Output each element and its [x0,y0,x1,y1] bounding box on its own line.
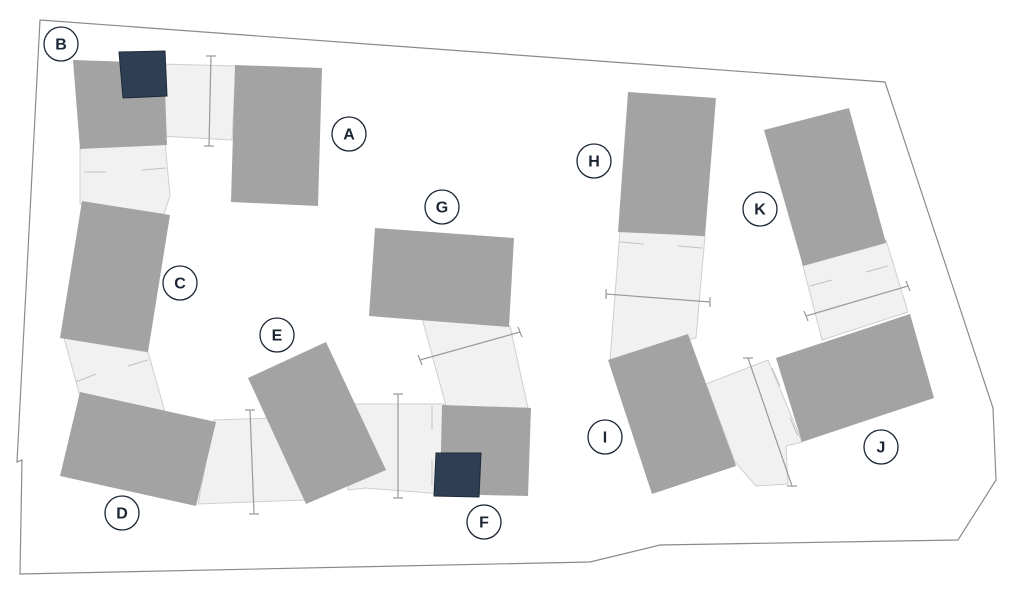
label-circle [576,143,612,179]
label-d[interactable]: D [104,495,140,531]
label-b[interactable]: B [43,26,79,62]
building-c[interactable] [60,201,170,352]
label-g[interactable]: G [424,189,460,225]
label-text: G [436,200,448,217]
passage-i-j [705,359,803,487]
label-text: C [174,276,186,293]
building-d[interactable] [60,392,216,506]
label-circle [424,189,460,225]
label-text: D [116,506,128,523]
label-i[interactable]: I [587,419,623,455]
label-text: E [272,328,283,345]
label-circle [331,116,367,152]
label-circle [162,265,198,301]
label-text: H [588,154,600,171]
label-j[interactable]: J [863,429,899,465]
building-a[interactable] [231,65,322,206]
passages [63,63,909,505]
building-e[interactable] [248,342,386,504]
dark-cores [118,50,482,498]
passage-seams [75,167,889,486]
building-k[interactable] [764,108,886,266]
label-e[interactable]: E [259,317,295,353]
label-text: B [55,37,67,54]
building-h[interactable] [618,92,716,236]
label-h[interactable]: H [576,143,612,179]
building-labels: A B C D E F G H I J K [43,26,899,540]
passage-b-a [159,63,237,141]
label-circle [43,26,79,62]
label-k[interactable]: K [742,191,778,227]
label-circle [259,317,295,353]
building-j[interactable] [776,314,934,442]
label-a[interactable]: A [331,116,367,152]
label-circle [466,504,502,540]
label-circle [587,419,623,455]
label-text: F [479,515,489,532]
dimension-lines [204,55,911,515]
core-f [433,452,482,498]
label-circle [863,429,899,465]
label-circle [104,495,140,531]
label-text: J [877,440,886,457]
label-circle [742,191,778,227]
core-b [118,50,168,99]
label-text: K [754,202,766,219]
label-text: I [603,430,607,447]
building-i[interactable] [608,334,736,494]
label-text: A [343,127,355,144]
label-c[interactable]: C [162,265,198,301]
building-g[interactable] [369,228,514,327]
label-f[interactable]: F [466,504,502,540]
